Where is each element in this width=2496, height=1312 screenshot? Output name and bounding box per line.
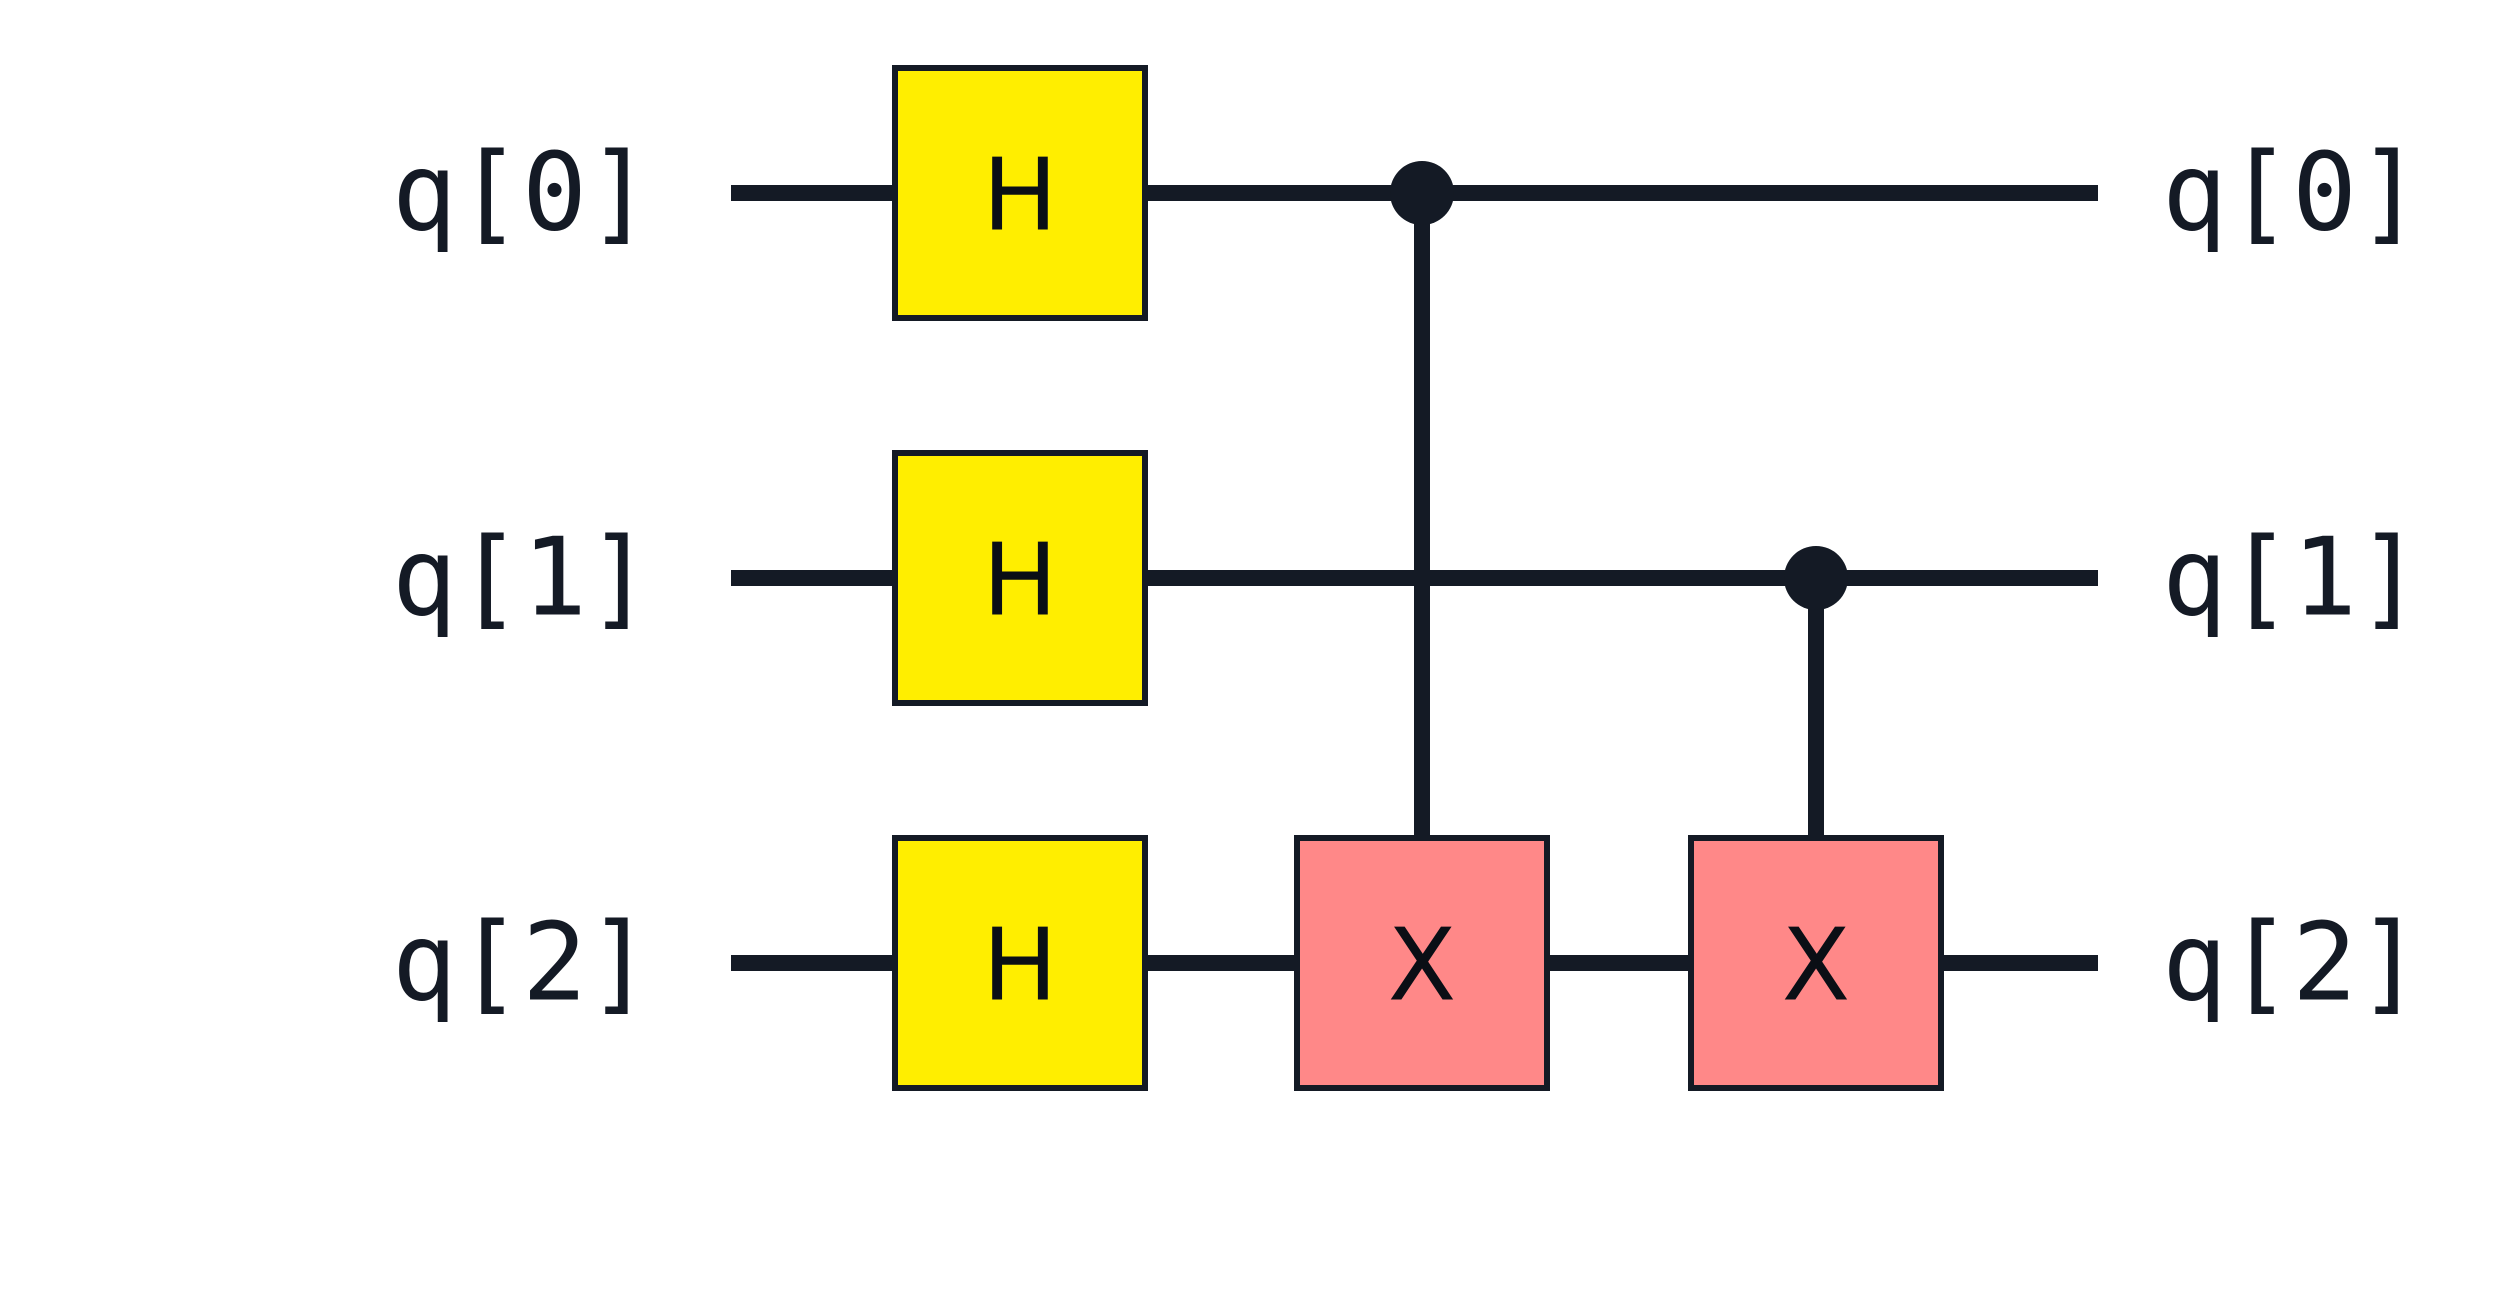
qubit-label-right-0: q[0] bbox=[2162, 131, 2422, 256]
h-gate-box bbox=[892, 450, 1148, 706]
qubit-label-right-1: q[1] bbox=[2162, 516, 2422, 641]
x-gate-label: X bbox=[1782, 907, 1851, 1024]
control-dot-4 bbox=[1784, 546, 1848, 610]
h-gate-label: H bbox=[982, 137, 1057, 254]
qubit-labels: q[0] q[0] q[1] q[1] q[2] q[2] bbox=[392, 131, 2422, 1026]
x-gate-q2-step2: X bbox=[1688, 835, 1944, 1091]
control-dot-3 bbox=[1390, 161, 1454, 225]
qubit-label-left-1: q[1] bbox=[392, 516, 652, 641]
h-gate-q1-step0: H bbox=[892, 450, 1148, 706]
h-gate-label: H bbox=[982, 907, 1057, 1024]
qubit-label-left-0: q[0] bbox=[392, 131, 652, 256]
h-gate-q2-step0: H bbox=[892, 835, 1148, 1091]
x-gate-q2-step1: X bbox=[1294, 835, 1550, 1091]
h-gate-box bbox=[892, 835, 1148, 1091]
x-gate-label: X bbox=[1388, 907, 1457, 1024]
h-gate-label: H bbox=[982, 522, 1057, 639]
h-gate-q0-step0: H bbox=[892, 65, 1148, 321]
h-gate-box bbox=[892, 65, 1148, 321]
qubit-label-right-2: q[2] bbox=[2162, 901, 2422, 1026]
x-gate-box bbox=[1294, 835, 1550, 1091]
control-connectors bbox=[1390, 161, 1848, 838]
qubit-label-left-2: q[2] bbox=[392, 901, 652, 1026]
x-gate-box bbox=[1688, 835, 1944, 1091]
gates: H H H X X bbox=[892, 65, 1944, 1091]
